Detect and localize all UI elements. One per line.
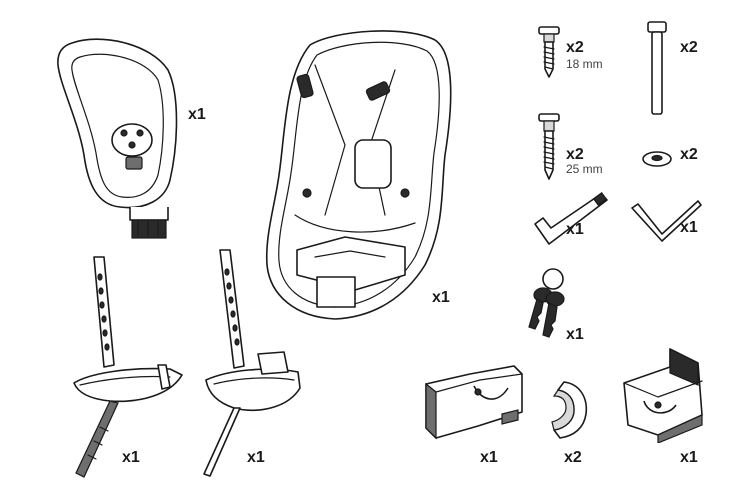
bolt-quantity: x2 bbox=[680, 39, 698, 56]
screw-25mm-size: 25 mm bbox=[566, 162, 603, 176]
seat-quantity: x1 bbox=[432, 289, 450, 306]
headrest-quantity: x1 bbox=[188, 106, 206, 123]
keys-illustration bbox=[528, 268, 565, 338]
hex-key-small-illustration bbox=[631, 200, 702, 242]
headrest-illustration bbox=[57, 38, 178, 239]
footrest-left-illustration bbox=[73, 256, 183, 478]
spacer-quantity: x2 bbox=[564, 449, 582, 466]
washer-illustration bbox=[642, 151, 672, 167]
mount-block-illustration bbox=[623, 348, 703, 443]
washer-quantity: x2 bbox=[680, 146, 698, 163]
hex-key-large-illustration bbox=[534, 192, 608, 245]
bolt-illustration bbox=[647, 21, 667, 115]
footrest-right-illustration bbox=[203, 249, 301, 477]
hex-key-small-quantity: x1 bbox=[680, 219, 698, 236]
footrest-right-quantity: x1 bbox=[247, 449, 265, 466]
mount-block-quantity: x1 bbox=[680, 449, 698, 466]
hex-key-large-quantity: x1 bbox=[566, 221, 584, 238]
seat-illustration bbox=[265, 30, 452, 320]
screw-25mm-illustration bbox=[538, 113, 560, 180]
screw-18mm-size: 18 mm bbox=[566, 57, 603, 71]
keys-quantity: x1 bbox=[566, 326, 584, 343]
footrest-left-quantity: x1 bbox=[122, 449, 140, 466]
screw-25mm-quantity: x2 bbox=[566, 146, 584, 163]
spacer-illustration bbox=[551, 381, 588, 439]
bracket-holder-illustration bbox=[425, 365, 523, 440]
screw-18mm-quantity: x2 bbox=[566, 39, 584, 56]
bracket-holder-quantity: x1 bbox=[480, 449, 498, 466]
screw-18mm-illustration bbox=[538, 26, 560, 78]
